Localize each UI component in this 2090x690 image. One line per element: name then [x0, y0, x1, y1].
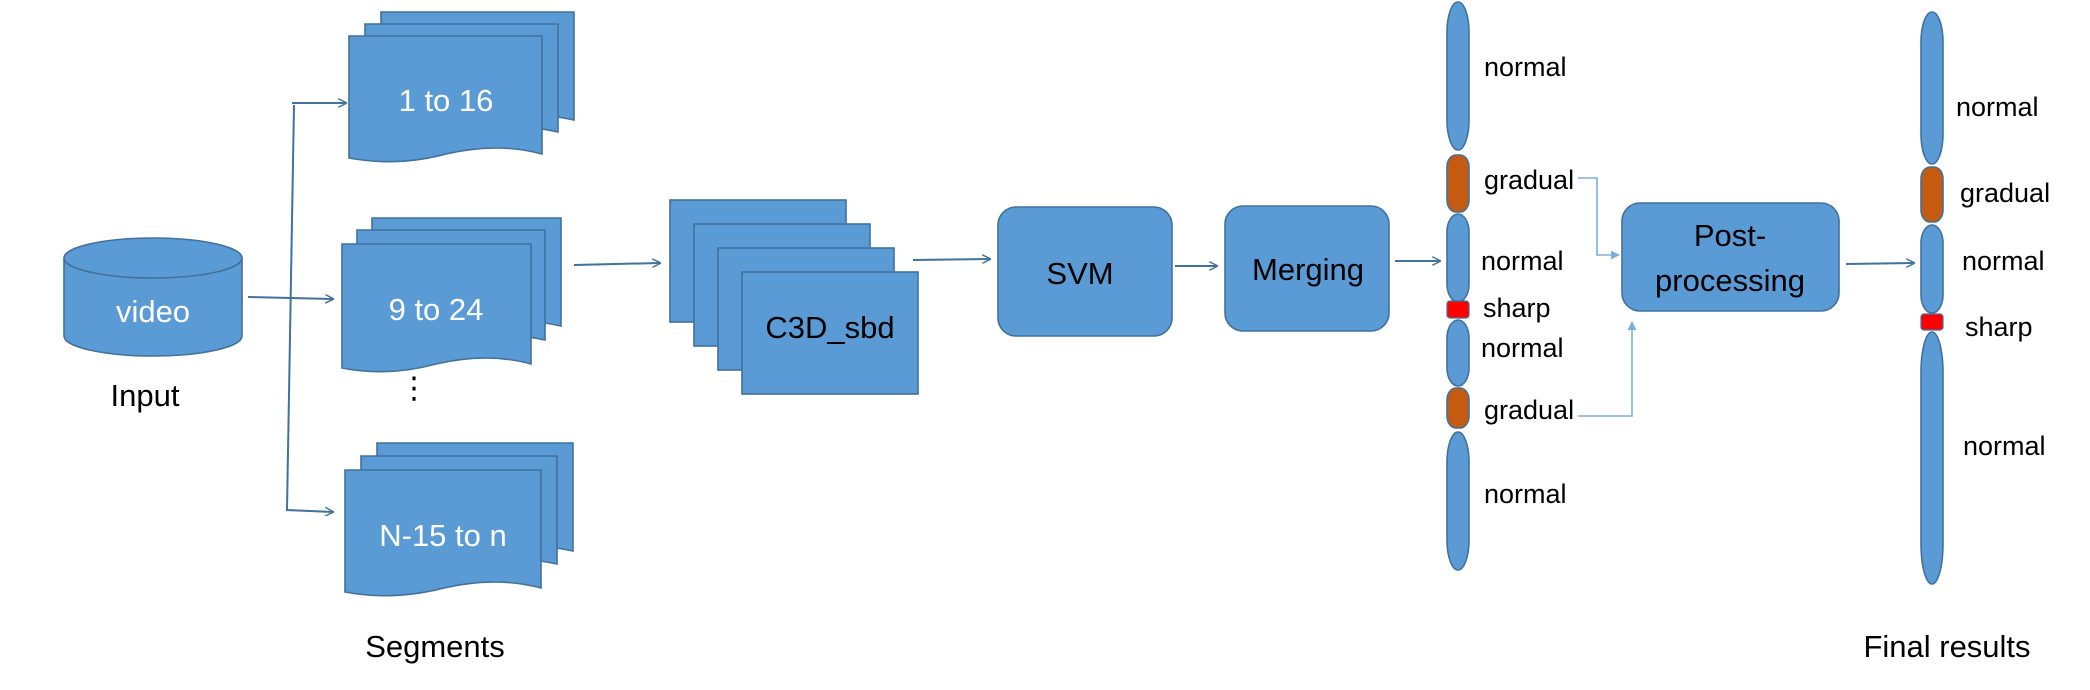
- final-label-1: normal: [1956, 92, 2039, 122]
- final-sequence: [1920, 11, 1944, 585]
- final-sequence-labels: normal gradual normal sharp normal: [1956, 92, 2050, 461]
- c3d-sbd-network-stack: C3D_sbd: [669, 199, 919, 395]
- network-to-svm-arrow: [912, 259, 990, 260]
- segments-caption: Segments: [365, 629, 505, 664]
- merged-label-2: gradual: [1484, 165, 1574, 195]
- merged-label-3: normal: [1481, 246, 1564, 276]
- input-caption: Input: [111, 378, 180, 413]
- final-segment-normal-1: [1920, 11, 1944, 165]
- svm-box: SVM: [997, 206, 1173, 337]
- merged-segment-normal-3: [1446, 319, 1470, 387]
- c3d-sbd-label: C3D_sbd: [765, 310, 894, 345]
- segment-label-1: 1 to 16: [399, 83, 494, 118]
- final-results-caption: Final results: [1863, 629, 2030, 664]
- final-segment-normal-2: [1920, 224, 1944, 314]
- video-label: video: [116, 294, 190, 329]
- post-processing-label-line2: processing: [1655, 263, 1805, 298]
- segment-stack-1: 1 to 16: [348, 11, 575, 163]
- merging-label: Merging: [1252, 252, 1364, 287]
- segments-to-network-arrow: [573, 263, 660, 265]
- segment-label-3: N-15 to n: [379, 518, 507, 553]
- segments-ellipsis: ⋮: [399, 372, 429, 405]
- post-processing-box: Post- processing: [1621, 202, 1840, 312]
- merged-segment-gradual-2: [1446, 387, 1470, 429]
- final-segment-normal-3: [1920, 331, 1944, 585]
- merged-segment-normal-2: [1446, 213, 1470, 303]
- final-label-5: normal: [1963, 431, 2046, 461]
- merged-label-1: normal: [1484, 52, 1567, 82]
- merged-sequence: [1446, 1, 1470, 571]
- gradual-to-postprocessing-connectors: [1578, 177, 1637, 417]
- postprocessing-to-final-arrow: [1845, 263, 1914, 264]
- merged-segment-normal-4: [1446, 431, 1470, 571]
- final-segment-gradual: [1920, 166, 1944, 223]
- final-label-2: gradual: [1960, 178, 2050, 208]
- merged-label-6: gradual: [1484, 395, 1574, 425]
- final-label-4: sharp: [1965, 312, 2033, 342]
- final-label-3: normal: [1962, 246, 2045, 276]
- segment-stack-2: 9 to 24: [341, 217, 562, 373]
- merged-sequence-labels: normal gradual normal sharp normal gradu…: [1481, 52, 1574, 509]
- segment-stack-3: N-15 to n: [344, 442, 574, 597]
- merged-segment-gradual-1: [1446, 154, 1470, 213]
- merged-label-4: sharp: [1483, 293, 1551, 323]
- merged-segment-normal-1: [1446, 1, 1470, 151]
- svm-label: SVM: [1046, 256, 1113, 291]
- merging-box: Merging: [1224, 205, 1390, 332]
- segment-label-2: 9 to 24: [389, 292, 484, 327]
- merged-label-5: normal: [1481, 333, 1564, 363]
- final-segment-sharp: [1920, 313, 1944, 331]
- input-to-segments-connectors: [247, 103, 346, 512]
- post-processing-label-line1: Post-: [1694, 218, 1766, 253]
- merged-segment-sharp: [1446, 300, 1470, 319]
- merged-label-7: normal: [1484, 479, 1567, 509]
- video-input-cylinder: video: [63, 237, 243, 357]
